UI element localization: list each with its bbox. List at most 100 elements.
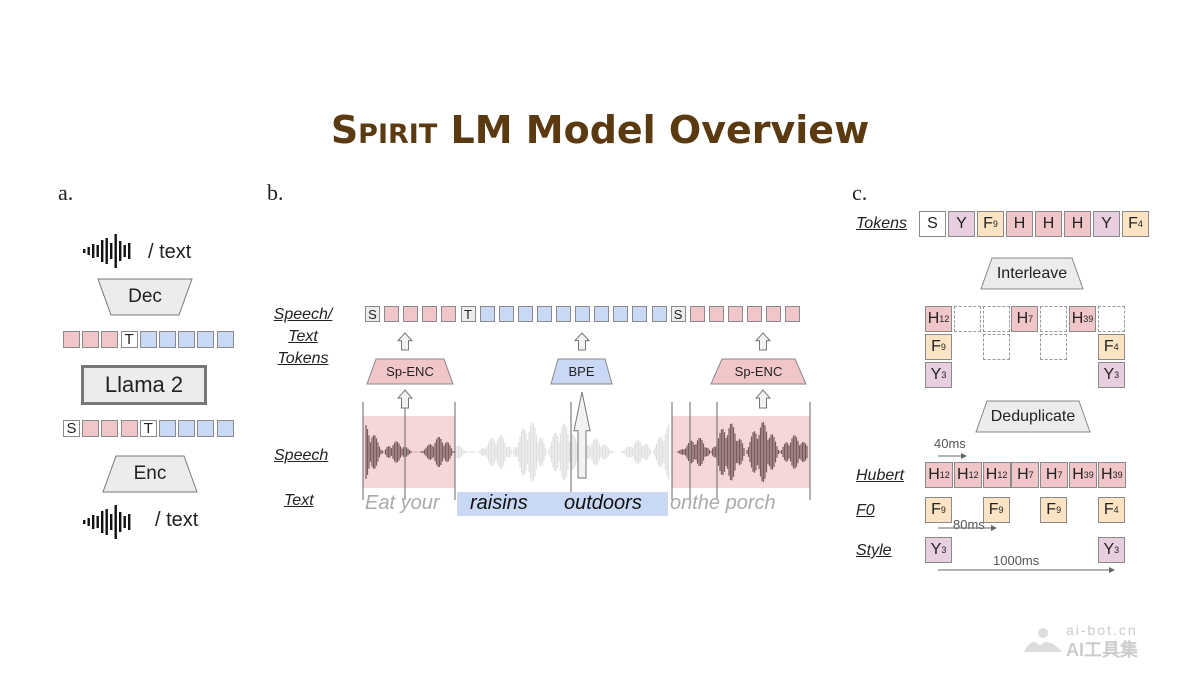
watermark-url: ai-bot.cn: [1066, 622, 1138, 638]
token: [82, 420, 100, 437]
token-index: 3: [1114, 544, 1120, 555]
token-index: 9: [998, 504, 1004, 515]
token: [120, 420, 138, 437]
token: [159, 331, 176, 348]
token-index: 39: [1083, 313, 1094, 324]
waveform-bar: [101, 511, 104, 533]
sp-enc-left: Sp-ENC: [366, 358, 454, 385]
token: [556, 306, 571, 322]
token-symbol: Y: [930, 366, 942, 383]
waveform-bar: [92, 515, 95, 529]
token-symbol: H: [1071, 215, 1084, 232]
token-symbol: H: [927, 310, 940, 327]
token-symbol: S: [673, 306, 683, 322]
token-symbol: H: [1045, 466, 1058, 483]
token: [953, 306, 981, 332]
up-arrow-icon: [573, 332, 591, 351]
token: [82, 331, 100, 348]
token: [498, 306, 514, 322]
token-symbol: Y: [930, 541, 942, 558]
token-symbol: H: [1042, 215, 1055, 232]
slide-title: Spirit LM Model Overview: [330, 108, 870, 152]
token: [689, 306, 705, 322]
token-symbol: Y: [1103, 541, 1115, 558]
token-symbol: H: [928, 466, 940, 483]
waveform-bar: [119, 512, 122, 532]
token-index: 12: [939, 313, 950, 324]
waveform-bar: [87, 518, 90, 526]
waveform-bar: [96, 516, 99, 528]
token-index: 12: [939, 469, 950, 480]
token: H: [1006, 211, 1033, 237]
token: [422, 306, 438, 322]
token: [517, 306, 533, 322]
token-index: 3: [1114, 369, 1120, 380]
token: T: [460, 306, 476, 322]
up-arrow-icon: [396, 389, 414, 409]
style-rate: 1000ms: [993, 553, 1040, 568]
token: T: [139, 420, 157, 437]
token: S: [63, 420, 80, 437]
token: [747, 306, 762, 322]
hubert-rate: 40ms: [934, 436, 966, 451]
encoder-block: Enc: [102, 455, 198, 493]
token-index: 9: [992, 218, 998, 229]
token: [216, 420, 234, 437]
token-index: 3: [941, 544, 947, 555]
panel-a-label: a.: [58, 180, 74, 205]
token: [159, 420, 176, 437]
waveform-bar: [123, 516, 126, 528]
waveform-bar: [96, 245, 99, 257]
sp-enc-right: Sp-ENC: [710, 358, 807, 385]
token-index: 9: [940, 504, 946, 515]
token: H: [1064, 211, 1091, 237]
token-symbol: F: [983, 215, 993, 232]
up-arrow-icon: [754, 332, 772, 351]
token: [441, 306, 457, 322]
interleave-block: Interleave: [980, 257, 1084, 290]
up-arrow-icon: [396, 332, 414, 351]
token: [1040, 334, 1068, 360]
f0-label: F0: [856, 502, 875, 519]
speech-words-1: Eat your: [365, 492, 440, 514]
token-symbol: F: [931, 338, 941, 355]
token-symbol: F: [1128, 215, 1138, 232]
token-symbol: H: [1071, 310, 1084, 327]
token: T: [120, 331, 138, 348]
waveform-bar: [92, 244, 95, 258]
token: S: [919, 211, 946, 237]
token-symbol: F: [931, 501, 941, 518]
token-symbol: T: [464, 306, 472, 322]
deduplicate-block: Deduplicate: [975, 400, 1091, 433]
token-index: 3: [941, 369, 947, 380]
token: [766, 306, 782, 322]
token: [536, 306, 552, 322]
token: [403, 306, 419, 322]
token: [197, 331, 215, 348]
token: [651, 306, 667, 322]
token: [785, 306, 801, 322]
waveform-bar: [128, 514, 131, 530]
token: [101, 331, 119, 348]
token: [575, 306, 591, 322]
token: Y: [948, 211, 975, 237]
speech-row-label: Speech: [274, 447, 329, 464]
token: S: [365, 306, 380, 322]
token-symbol: F: [1103, 501, 1114, 518]
token: [1097, 306, 1125, 332]
up-arrow-icon: [754, 389, 772, 409]
token: [1040, 306, 1068, 332]
token: [727, 306, 743, 322]
panel-b-label: b.: [267, 180, 284, 205]
token: [479, 306, 495, 322]
up-arrow-icon: [573, 391, 591, 479]
